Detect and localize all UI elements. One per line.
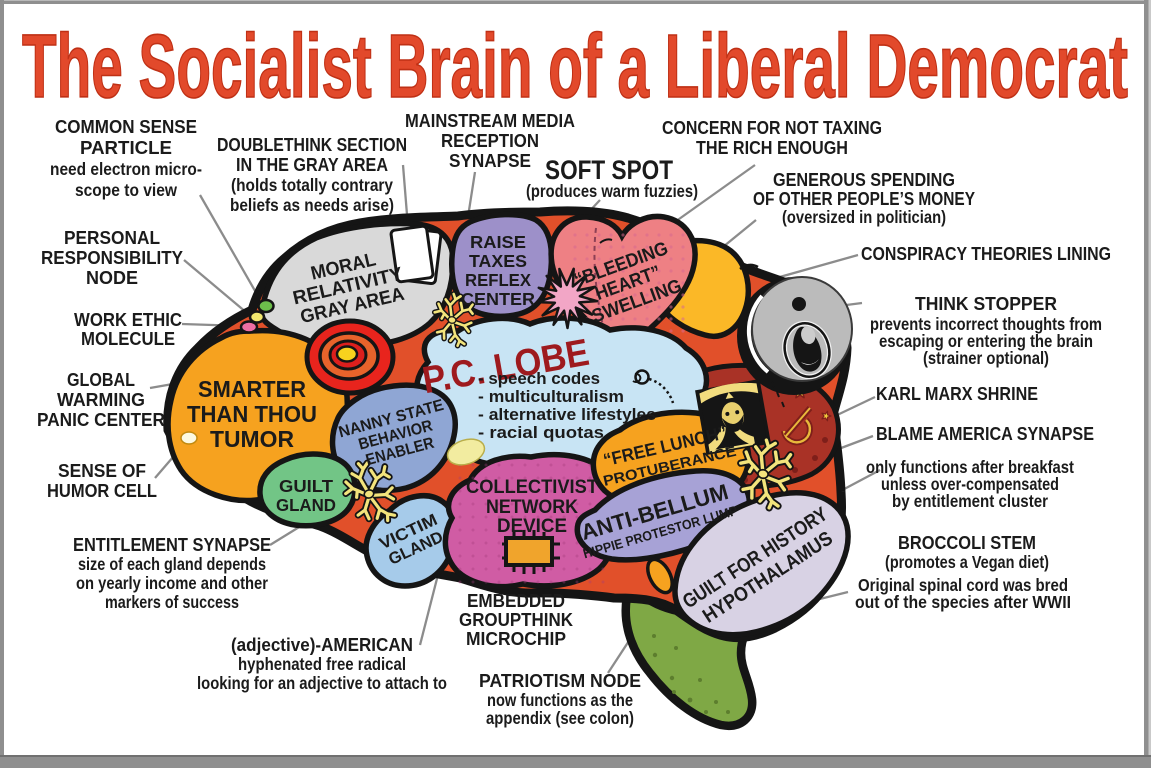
svg-text:SENSE OF: SENSE OF (58, 460, 146, 481)
svg-text:(produces warm fuzzies): (produces warm fuzzies) (526, 181, 698, 201)
svg-text:(holds totally contrary: (holds totally contrary (231, 175, 393, 195)
svg-text:MICROCHIP: MICROCHIP (466, 628, 566, 649)
svg-text:Original spinal cord was bred: Original spinal cord was bred (858, 575, 1068, 595)
svg-text:BLAME AMERICA SYNAPSE: BLAME AMERICA SYNAPSE (876, 423, 1094, 444)
svg-text:PATRIOTISM NODE: PATRIOTISM NODE (479, 670, 641, 691)
svg-text:PERSONAL: PERSONAL (64, 227, 160, 248)
svg-text:WARMING: WARMING (57, 389, 145, 410)
svg-text:MAINSTREAM MEDIA: MAINSTREAM MEDIA (405, 110, 575, 131)
svg-text:KARL MARX SHRINE: KARL MARX SHRINE (876, 383, 1038, 404)
svg-text:HUMOR CELL: HUMOR CELL (47, 480, 157, 501)
svg-text:DEVICE: DEVICE (497, 516, 567, 537)
svg-text:only functions after breakfast: only functions after breakfast (866, 457, 1074, 477)
svg-text:GLOBAL: GLOBAL (67, 369, 135, 390)
svg-text:REFLEX: REFLEX (465, 270, 531, 290)
svg-text:CONSPIRACY THEORIES LINING: CONSPIRACY THEORIES LINING (861, 243, 1111, 264)
svg-text:RECEPTION: RECEPTION (441, 130, 539, 151)
svg-text:DOUBLETHINK SECTION: DOUBLETHINK SECTION (217, 134, 407, 155)
svg-text:THE RICH ENOUGH: THE RICH ENOUGH (696, 137, 848, 158)
svg-text:scope to view: scope to view (75, 180, 177, 200)
svg-text:prevents incorrect thoughts fr: prevents incorrect thoughts from (870, 314, 1102, 334)
svg-text:appendix (see colon): appendix (see colon) (486, 708, 634, 728)
svg-text:EMBEDDED: EMBEDDED (467, 590, 565, 611)
svg-text:looking for an adjective to at: looking for an adjective to attach to (197, 673, 447, 693)
svg-text:- speech codes: - speech codes (478, 370, 600, 388)
svg-text:hyphenated free radical: hyphenated free radical (238, 654, 406, 674)
svg-text:GROUPTHINK: GROUPTHINK (459, 609, 574, 630)
svg-text:beliefs as needs arise): beliefs as needs arise) (230, 195, 394, 215)
svg-text:SMARTER: SMARTER (198, 376, 306, 402)
svg-text:PARTICLE: PARTICLE (80, 137, 172, 158)
svg-text:ENTITLEMENT SYNAPSE: ENTITLEMENT SYNAPSE (73, 534, 271, 555)
svg-text:OF OTHER PEOPLE’S MONEY: OF OTHER PEOPLE’S MONEY (753, 188, 976, 209)
svg-text:TAXES: TAXES (469, 251, 527, 271)
svg-text:COMMON SENSE: COMMON SENSE (55, 116, 197, 137)
svg-text:(strainer optional): (strainer optional) (923, 348, 1049, 368)
svg-text:MOLECULE: MOLECULE (81, 328, 175, 349)
svg-text:- racial quotas: - racial quotas (478, 424, 604, 442)
svg-text:(adjective)-AMERICAN: (adjective)-AMERICAN (231, 634, 413, 655)
svg-text:- multiculturalism: - multiculturalism (478, 388, 624, 406)
svg-text:now functions as the: now functions as the (487, 690, 633, 710)
svg-text:markers of success: markers of success (105, 592, 239, 612)
svg-text:- alternative lifestyles: - alternative lifestyles (478, 406, 656, 424)
svg-text:PANIC CENTER: PANIC CENTER (37, 409, 165, 430)
svg-text:The Socialist Brain of a Liber: The Socialist Brain of a Liberal Democra… (22, 17, 1128, 117)
svg-text:escaping or entering the brain: escaping or entering the brain (879, 331, 1093, 351)
svg-text:out of the species after WWII: out of the species after WWII (855, 592, 1071, 612)
svg-text:by entitlement cluster: by entitlement cluster (892, 491, 1048, 511)
svg-text:NETWORK: NETWORK (486, 497, 578, 518)
svg-text:CENTER: CENTER (461, 289, 535, 309)
svg-text:SYNAPSE: SYNAPSE (449, 150, 531, 171)
svg-text:NODE: NODE (86, 267, 138, 288)
svg-text:TUMOR: TUMOR (210, 426, 294, 452)
svg-text:RESPONSIBILITY: RESPONSIBILITY (41, 247, 184, 268)
svg-text:BROCCOLI STEM: BROCCOLI STEM (898, 532, 1036, 553)
svg-text:unless over-compensated: unless over-compensated (881, 474, 1059, 494)
svg-text:on yearly income and other: on yearly income and other (76, 573, 268, 593)
svg-text:RAISE: RAISE (470, 232, 526, 252)
svg-text:GENEROUS SPENDING: GENEROUS SPENDING (773, 169, 955, 190)
svg-text:GLAND: GLAND (276, 495, 336, 515)
svg-text:(oversized in politician): (oversized in politician) (782, 207, 946, 227)
svg-text:THAN THOU: THAN THOU (187, 401, 317, 427)
svg-text:CONCERN FOR NOT TAXING: CONCERN FOR NOT TAXING (662, 117, 882, 138)
svg-text:IN THE GRAY AREA: IN THE GRAY AREA (236, 154, 388, 175)
svg-text:SOFT SPOT: SOFT SPOT (545, 155, 673, 185)
svg-text:(promotes a Vegan diet): (promotes a Vegan diet) (885, 552, 1049, 572)
svg-text:COLLECTIVIST: COLLECTIVIST (466, 477, 598, 498)
svg-text:THINK STOPPER: THINK STOPPER (915, 293, 1057, 314)
svg-text:size of each gland depends: size of each gland depends (78, 554, 266, 574)
svg-text:WORK ETHIC: WORK ETHIC (74, 309, 182, 330)
svg-text:need electron micro-: need electron micro- (50, 159, 202, 179)
svg-text:GUILT: GUILT (279, 476, 333, 496)
